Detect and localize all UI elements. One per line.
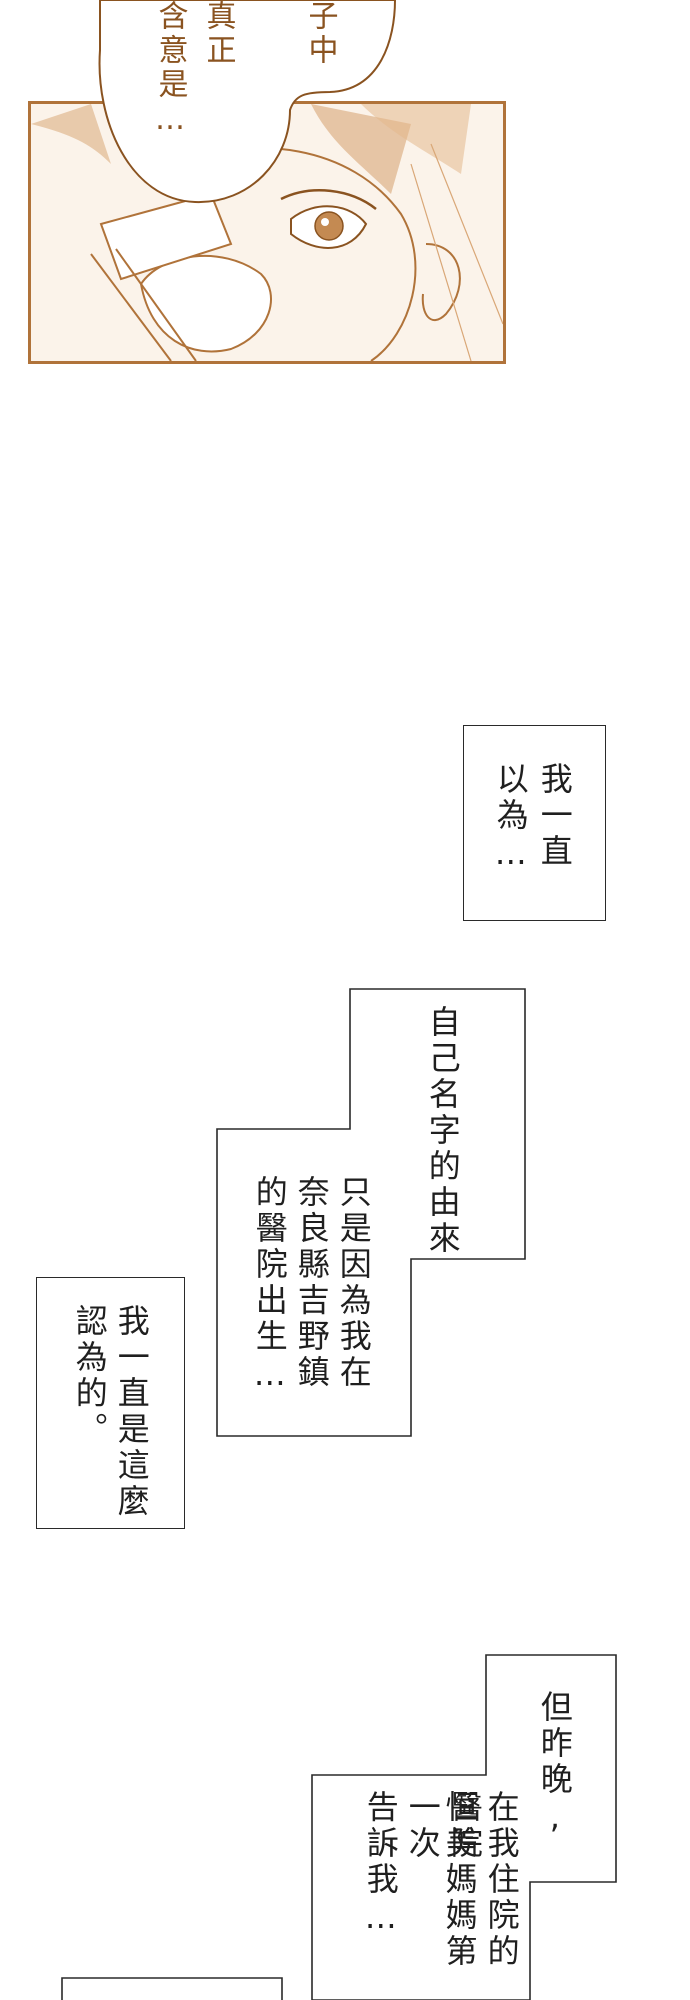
caption-box-6-line-1: 在我住院的醫院 xyxy=(445,1790,521,1970)
caption-box-3-line-3: 的醫院出生… xyxy=(250,1175,289,1397)
caption-box-2-line-1: 自己名字的由來 xyxy=(423,1005,462,1257)
caption-box-5-line-1: 但昨晚, xyxy=(535,1690,574,1840)
caption-box-1-line-1: 我一直 xyxy=(535,762,574,870)
speech-bubble-line-middle: 真正 xyxy=(200,0,236,68)
caption-step-frame xyxy=(216,988,526,1437)
caption-box-4-line-1: 我一直是這麼 xyxy=(112,1304,151,1520)
caption-box-3-line-1: 只是因為我在 xyxy=(334,1175,373,1391)
caption-box-3-line-2: 奈良縣吉野鎮 xyxy=(292,1175,331,1391)
caption-box-6-line-2: 恒美媽媽第一次 xyxy=(403,1790,479,1970)
speech-bubble-line-left: 含意是… xyxy=(152,0,188,141)
caption-box-4-line-2: 認為的。 xyxy=(70,1304,109,1448)
caption-box-1-line-2: 以為… xyxy=(491,762,530,876)
speech-bubble xyxy=(98,0,397,204)
speech-bubble-line-right: 子中 xyxy=(302,0,338,68)
caption-step-frame-lower xyxy=(61,1654,617,2000)
caption-box-6-line-3: 告訴我… xyxy=(361,1790,400,1940)
caption-box-4: 我一直是這麼 認為的。 xyxy=(36,1277,185,1529)
caption-box-1: 我一直 以為… xyxy=(463,725,606,921)
